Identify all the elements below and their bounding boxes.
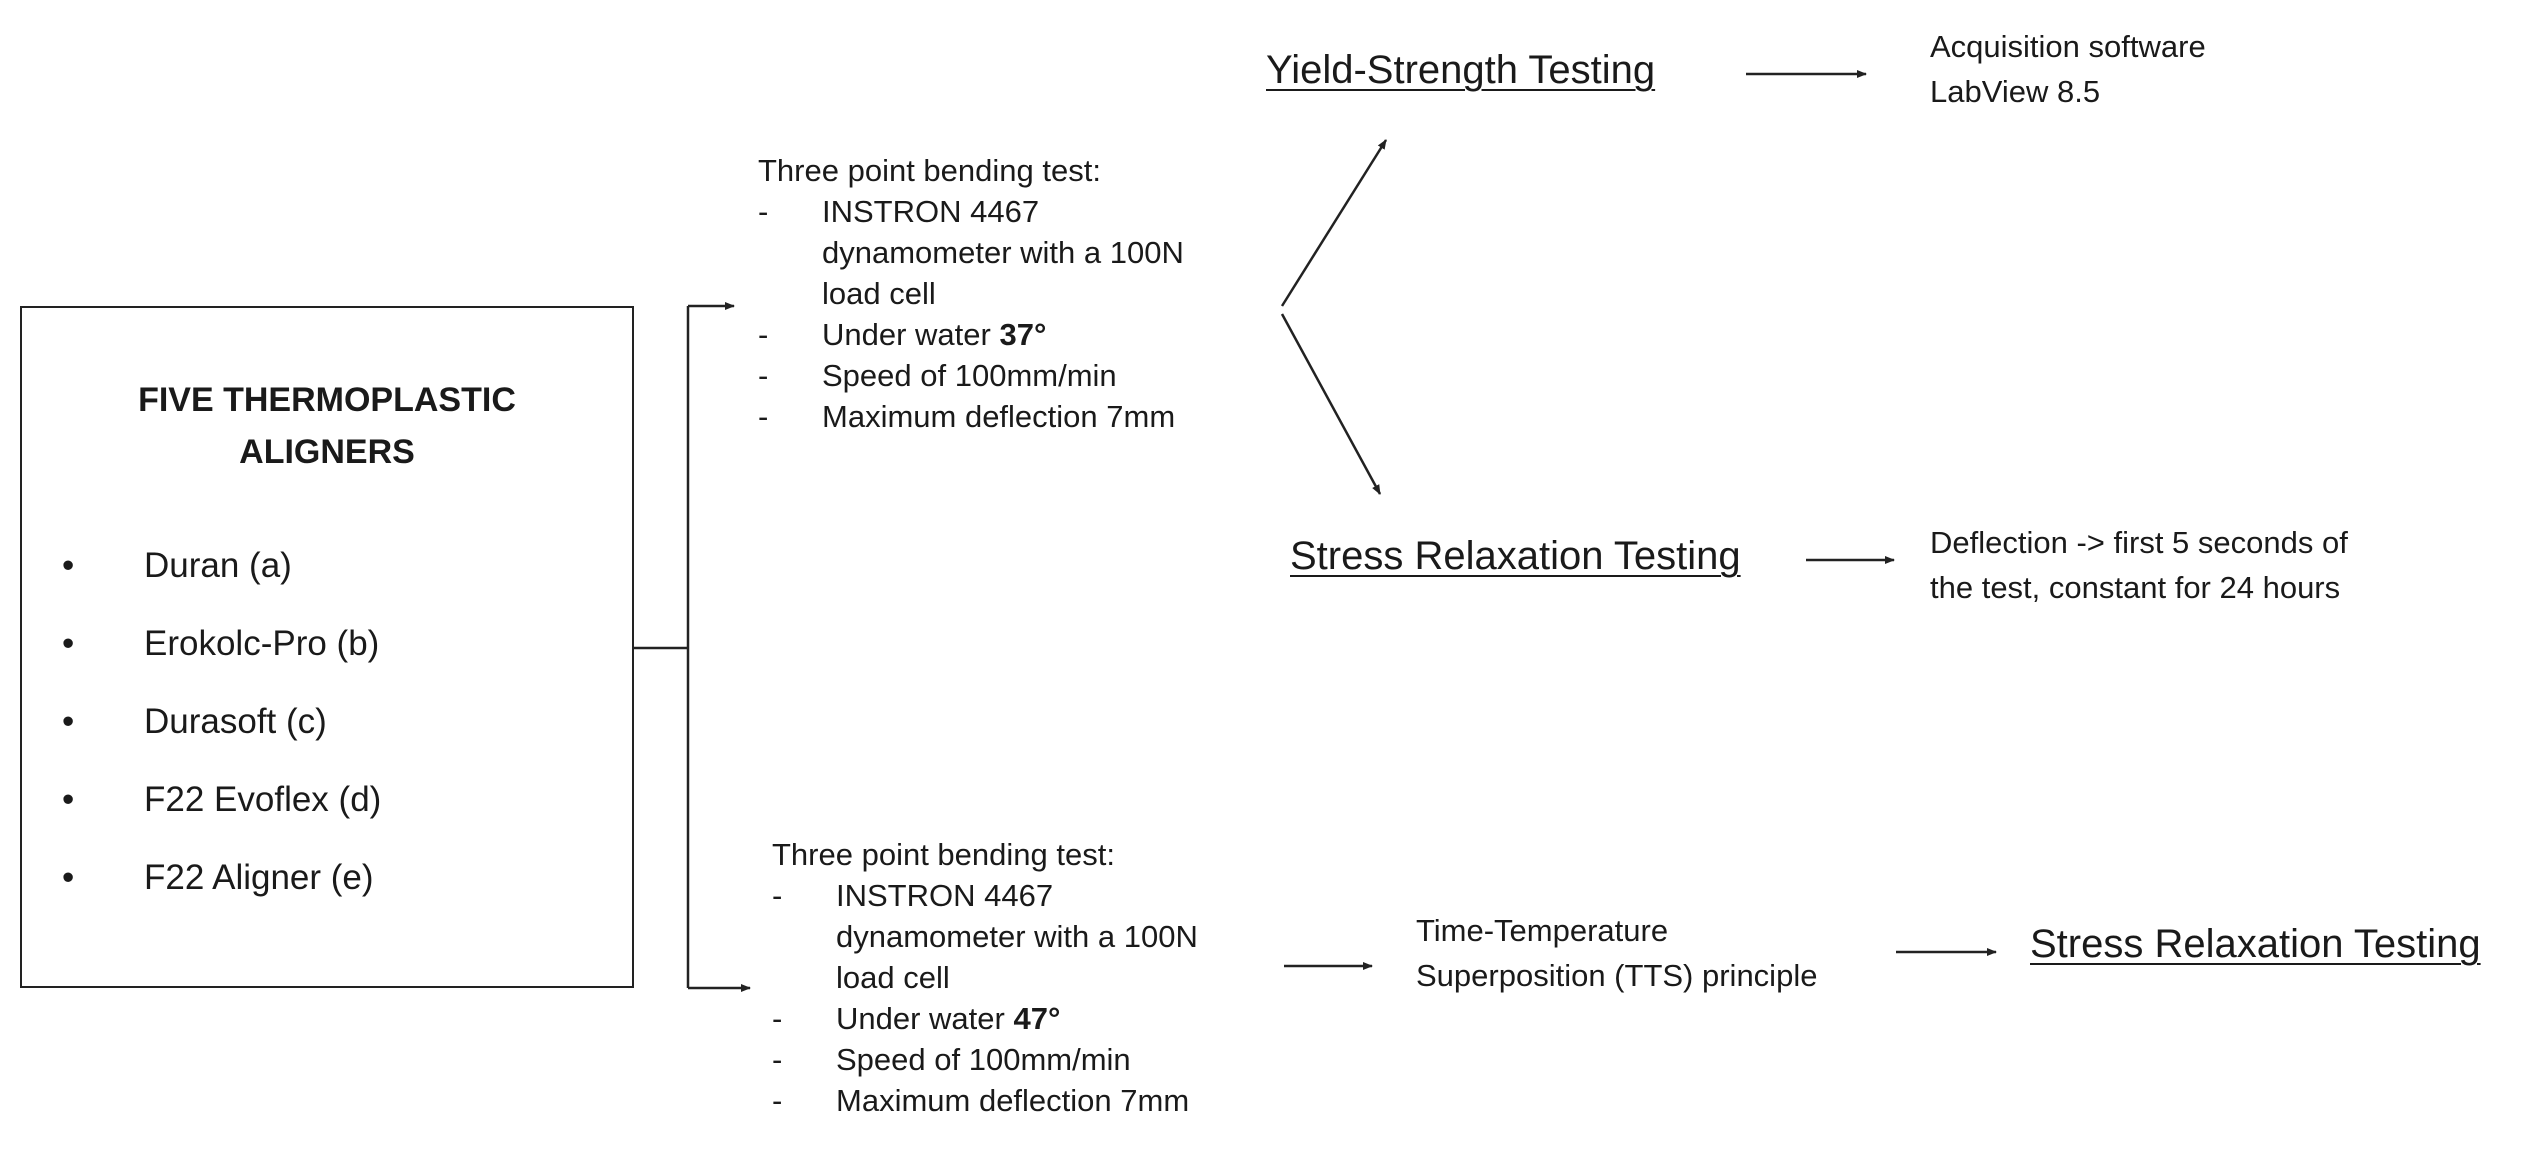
tts-principle: Time-Temperature Superposition (TTS) pri… xyxy=(1416,913,1818,993)
bottom-bending-test: Three point bending test: - INSTRON 4467… xyxy=(772,834,1198,1121)
arrow-to-yield-strength xyxy=(1280,139,1388,307)
arrow-to-stress-relaxation-top xyxy=(1280,313,1382,495)
list-item: •Duran (a) xyxy=(62,544,381,622)
bottom-test-item-instron: - INSTRON 4467 dynamometer with a 100N l… xyxy=(772,878,1198,995)
yield-strength-title: Yield-Strength Testing xyxy=(1266,48,1656,92)
list-item: •F22 Aligner (e) xyxy=(62,856,381,934)
materials-box-title: FIVE THERMOPLASTIC ALIGNERS xyxy=(138,381,516,471)
bottom-test-item-speed: - Speed of 100mm/min xyxy=(772,1042,1131,1077)
top-test-item-water: - Under water 37° xyxy=(758,317,1047,352)
yield-strength-note: Acquisition software LabView 8.5 xyxy=(1930,29,2206,109)
top-test-item-instron: - INSTRON 4467 dynamometer with a 100N l… xyxy=(758,194,1184,311)
list-item: •F22 Evoflex (d) xyxy=(62,778,381,856)
bullet-icon: • xyxy=(62,702,75,741)
bottom-test-heading: Three point bending test: xyxy=(772,837,1115,872)
top-test-item-deflection: - Maximum deflection 7mm xyxy=(758,399,1176,434)
list-item: •Erokolc-Pro (b) xyxy=(62,622,381,700)
materials-box: FIVE THERMOPLASTIC ALIGNERS •Duran (a) •… xyxy=(20,306,634,988)
bullet-icon: • xyxy=(62,858,75,897)
top-bending-test: Three point bending test: - INSTRON 4467… xyxy=(758,150,1184,437)
bottom-test-item-deflection: - Maximum deflection 7mm xyxy=(772,1083,1190,1118)
top-test-heading: Three point bending test: xyxy=(758,153,1101,188)
bullet-icon: • xyxy=(62,780,75,819)
stress-relaxation-top-note: Deflection -> first 5 seconds of the tes… xyxy=(1930,525,2348,605)
stress-relaxation-bottom-title: Stress Relaxation Testing xyxy=(2030,922,2481,966)
materials-list: •Duran (a) •Erokolc-Pro (b) •Durasoft (c… xyxy=(62,544,381,934)
list-item: •Durasoft (c) xyxy=(62,700,381,778)
stress-relaxation-top-title: Stress Relaxation Testing xyxy=(1290,534,1741,578)
bottom-test-item-water: - Under water 47° xyxy=(772,1001,1061,1036)
bullet-icon: • xyxy=(62,546,75,585)
top-test-item-speed: - Speed of 100mm/min xyxy=(758,358,1117,393)
bullet-icon: • xyxy=(62,624,75,663)
